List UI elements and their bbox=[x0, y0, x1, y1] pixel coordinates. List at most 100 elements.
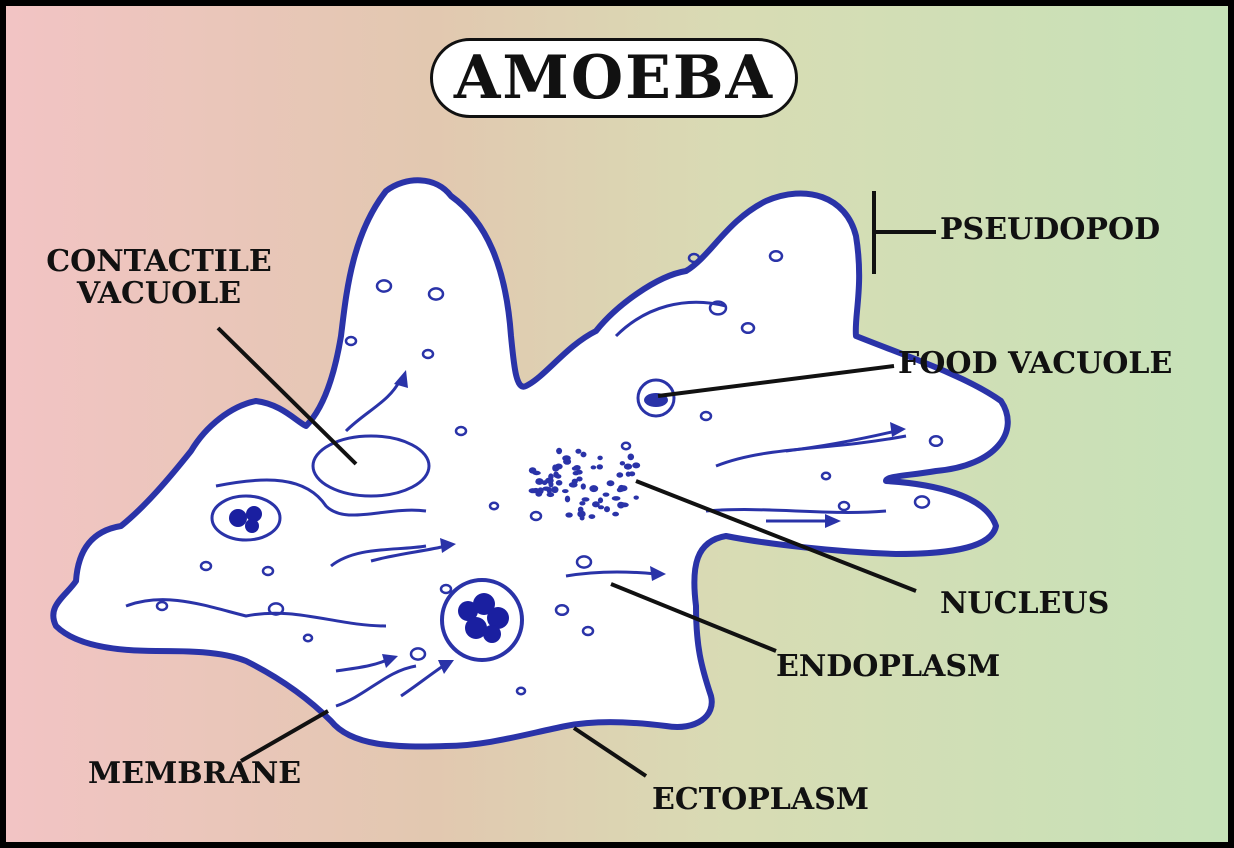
amoeba-diagram bbox=[50, 177, 1011, 778]
food-vacuole-large bbox=[440, 578, 524, 662]
label-contractile-vacuole-line2: VACUOLE bbox=[76, 275, 242, 311]
flow-arrow bbox=[370, 544, 447, 563]
small-vacuole bbox=[708, 300, 728, 316]
small-vacuole bbox=[409, 647, 427, 661]
nucleus-granule bbox=[575, 448, 582, 454]
nucleus-granule bbox=[588, 514, 596, 519]
nucleus-granule bbox=[633, 495, 639, 500]
nucleus-granule bbox=[602, 492, 610, 497]
contractile-vacuole-leader bbox=[216, 326, 358, 466]
small-vacuole bbox=[581, 625, 595, 637]
nucleus-granule bbox=[545, 477, 554, 484]
nucleus-granule bbox=[528, 467, 537, 474]
nucleus-granule bbox=[552, 464, 558, 472]
small-vacuole bbox=[454, 425, 468, 437]
ectoplasm-leader bbox=[572, 726, 648, 778]
small-vacuole bbox=[740, 321, 756, 335]
nucleus-granule bbox=[604, 506, 610, 513]
nucleus-granule bbox=[537, 487, 544, 495]
nucleus-granule bbox=[565, 512, 573, 518]
small-vacuoles bbox=[155, 249, 944, 696]
small-vacuole bbox=[375, 279, 393, 293]
label-membrane: MEMBRANE bbox=[88, 756, 302, 791]
small-vacuole bbox=[699, 410, 713, 422]
amoeba-cell-body bbox=[50, 177, 1011, 750]
nucleus-granule bbox=[528, 488, 538, 494]
nucleus-granule bbox=[580, 451, 587, 458]
nucleus-granule bbox=[563, 458, 572, 465]
small-vacuole bbox=[515, 686, 527, 696]
nucleus-granule bbox=[606, 480, 615, 487]
arrowhead bbox=[382, 654, 398, 668]
small-vacuole bbox=[302, 633, 314, 643]
diagram-title: AMOEBA bbox=[430, 38, 798, 118]
nucleus-granule bbox=[571, 466, 580, 471]
label-pseudopod: PSEUDOPOD bbox=[940, 212, 1161, 247]
nucleus-granule bbox=[577, 506, 584, 513]
small-vacuole bbox=[421, 348, 435, 360]
label-contractile-vacuole-line1: CONTACTILE bbox=[46, 244, 272, 279]
small-vacuole bbox=[439, 583, 453, 595]
small-vacuole bbox=[155, 600, 169, 612]
nucleus-granule bbox=[564, 495, 571, 503]
nucleus-granule bbox=[590, 485, 597, 490]
flow-arrow bbox=[785, 429, 897, 453]
arrowhead bbox=[440, 538, 456, 553]
membrane-leader bbox=[240, 709, 329, 763]
contractile-vacuole bbox=[311, 434, 431, 498]
endoplasm-leader bbox=[610, 582, 777, 653]
arrowhead bbox=[438, 660, 454, 674]
nucleus-granule bbox=[597, 455, 603, 461]
nucleus-granule bbox=[546, 492, 555, 498]
arrowhead bbox=[890, 422, 906, 437]
food-vacuole-leader bbox=[657, 364, 895, 398]
nucleus-granule bbox=[623, 463, 633, 470]
nucleus-granule bbox=[616, 472, 624, 478]
ectoplasm-boundary-bottom bbox=[335, 664, 417, 708]
nucleus-granule bbox=[551, 486, 559, 494]
ectoplasm-boundary-mid bbox=[330, 544, 427, 568]
food-vacuole-upper bbox=[636, 378, 676, 418]
nucleus-granule bbox=[580, 483, 586, 490]
nucleus-granule bbox=[590, 465, 597, 470]
flow-arrow bbox=[565, 570, 657, 578]
small-vacuole bbox=[913, 495, 931, 509]
nucleus-granule bbox=[617, 501, 625, 509]
flow-arrowheads bbox=[382, 370, 906, 674]
small-vacuole bbox=[620, 441, 632, 451]
nucleus-granule bbox=[555, 480, 563, 486]
nucleus-leader bbox=[635, 479, 917, 593]
small-vacuole bbox=[199, 560, 213, 572]
nucleus-granule bbox=[542, 486, 551, 491]
nucleus-granule bbox=[632, 462, 641, 469]
nucleus-granule bbox=[556, 447, 563, 455]
nucleus-granule bbox=[579, 501, 586, 506]
small-vacuole bbox=[529, 510, 543, 522]
nucleus-granule bbox=[568, 482, 578, 488]
label-contractile-vacuole: CONTACTILE VACUOLE bbox=[42, 246, 276, 309]
ectoplasm-boundary-left bbox=[215, 478, 427, 517]
small-vacuole bbox=[575, 555, 593, 569]
small-vacuole bbox=[554, 603, 570, 617]
small-vacuole bbox=[687, 252, 701, 264]
nucleus-granule bbox=[627, 453, 635, 461]
nucleus-granule bbox=[612, 511, 619, 517]
small-vacuole bbox=[928, 434, 944, 448]
nucleus-granule bbox=[619, 461, 626, 466]
label-endoplasm: ENDOPLASM bbox=[776, 649, 1001, 684]
nucleus-granule bbox=[579, 515, 585, 521]
label-ectoplasm: ECTOPLASM bbox=[652, 782, 870, 817]
small-vacuole bbox=[820, 471, 832, 481]
nucleus-granule bbox=[592, 501, 600, 508]
nucleus-granule bbox=[535, 478, 544, 485]
small-vacuole bbox=[768, 249, 784, 263]
arrowhead bbox=[394, 370, 408, 388]
small-vacuole bbox=[427, 287, 445, 301]
ectoplasm-boundary-lower bbox=[125, 598, 387, 628]
nucleus-granule bbox=[597, 497, 604, 504]
small-vacuole bbox=[837, 500, 851, 512]
label-food-vacuole: FOOD VACUOLE bbox=[898, 346, 1173, 381]
arrowhead bbox=[650, 566, 666, 581]
nucleus-granule bbox=[611, 496, 621, 501]
